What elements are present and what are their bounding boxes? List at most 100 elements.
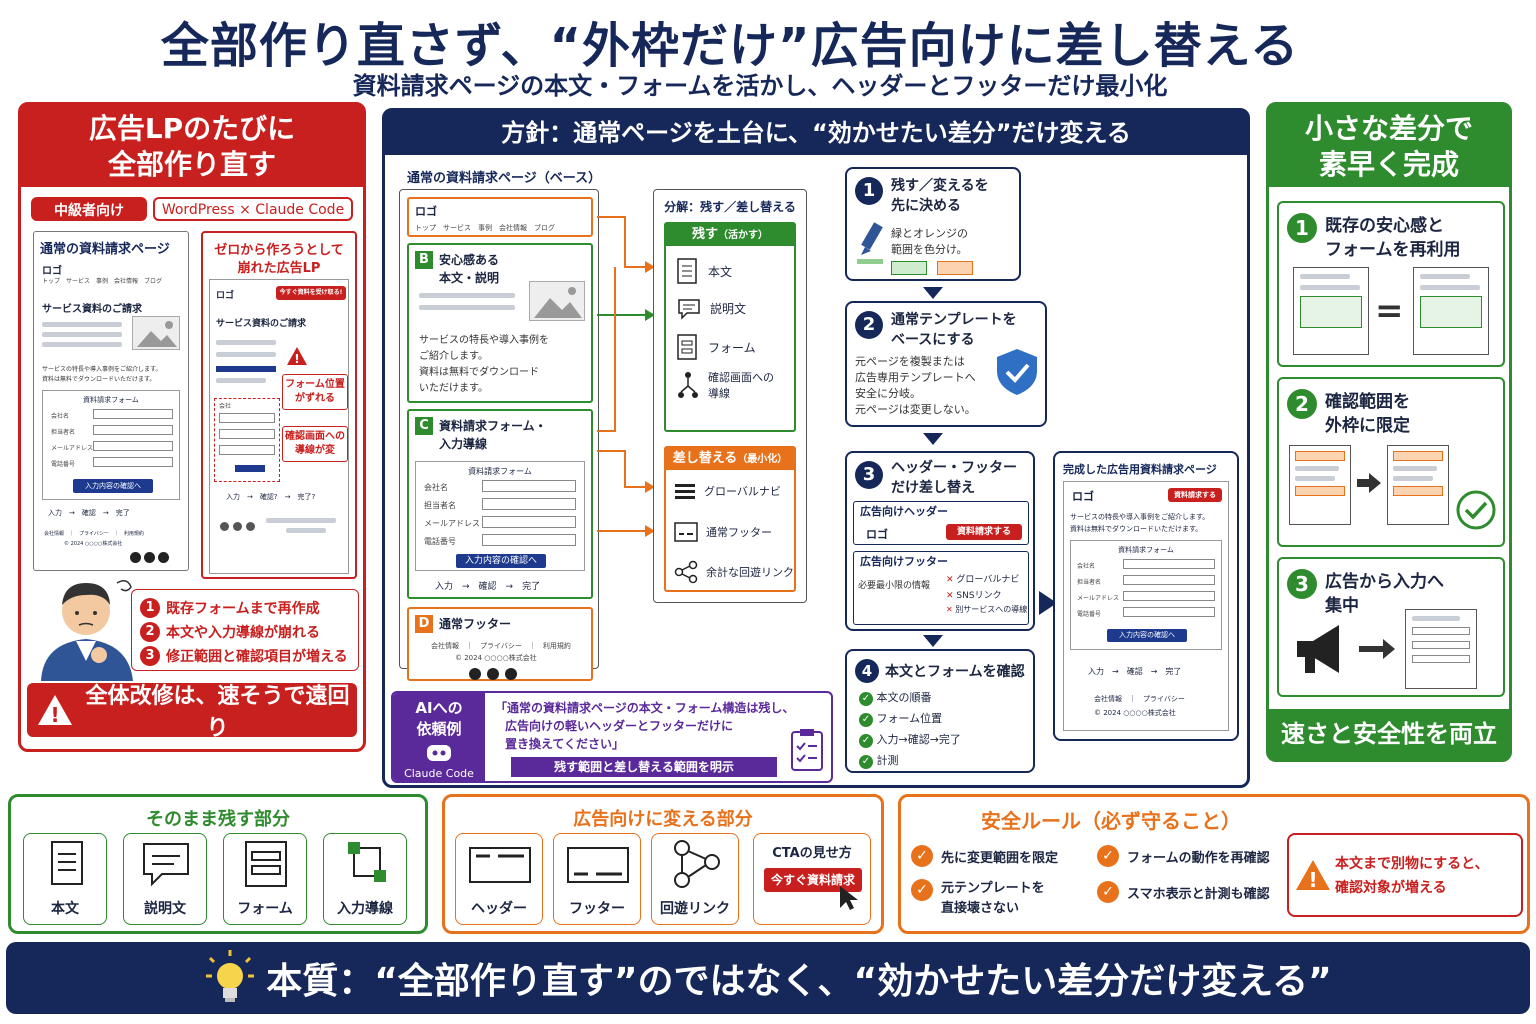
check-item-label: 入力→確認→完了 [876, 733, 961, 746]
company-input[interactable] [93, 409, 173, 419]
form-title: 資料請求フォーム [83, 396, 139, 404]
section-d-social [469, 665, 517, 684]
keep-card-flow: 入力導線 [323, 833, 407, 925]
broken-input-2[interactable] [219, 429, 275, 439]
field-label-tel: 電話番号 [424, 537, 456, 546]
completed-body-1: サービスの特長や導入事例をご紹介します。 [1070, 513, 1210, 521]
cta-label: CTAの見せ方 [772, 846, 852, 861]
menu-icon [675, 484, 695, 499]
cta-button[interactable]: 今すぐ資料請求 [764, 868, 862, 892]
completed-cta-button[interactable]: 資料請求する [1168, 488, 1222, 502]
completed-body-2: 資料は無料でダウンロードいただけます。 [1070, 525, 1203, 533]
tel-input[interactable] [482, 534, 576, 546]
step-4-title: 本文とフォームを確認 [885, 664, 1025, 680]
header-icon [469, 847, 531, 883]
mock-nav: トップ サービス 事例 会社情報 ブログ [42, 278, 163, 285]
mail-input[interactable] [482, 516, 576, 528]
page-thumb-icon [1289, 445, 1351, 525]
right-title-line2: 素早く完成 [1318, 148, 1459, 181]
form-icon [245, 841, 287, 887]
broken-input-3[interactable] [219, 445, 275, 455]
section-b-title-1: 安心感ある [439, 253, 500, 267]
ad-footer-box: 広告向けフッター 必要最小限の情報 ✕ グローバルナビ ✕ SNSリンク ✕ 別… [853, 551, 1029, 625]
check-item-label: フォーム位置 [876, 712, 943, 725]
change-card-footer: フッター [553, 833, 641, 925]
left-title-line2: 全部作り直す [107, 148, 276, 181]
mail-input[interactable] [93, 441, 173, 451]
broken-logo: ロゴ [216, 291, 235, 301]
change-card-cta: CTAの見せ方 今すぐ資料請求 [753, 833, 871, 925]
completed-inner: ロゴ 資料請求する サービスの特長や導入事例をご紹介します。 資料は無料でダウン… [1063, 481, 1229, 731]
company-input[interactable] [1123, 559, 1215, 569]
service-heading: サービス資料のご請求 [42, 304, 142, 315]
confirm-button[interactable]: 入力内容の確認へ [73, 479, 153, 493]
rules-warning: ! 本文まで別物にすると、 確認対象が増える [1287, 833, 1523, 917]
arrow-down-icon [923, 635, 943, 647]
rule-item: ✓フォームの動作を再確認 [1097, 845, 1270, 867]
keep-section-title: そのまま残す部分 [146, 809, 290, 830]
confirm-button[interactable]: 入力内容の確認へ [1107, 629, 1187, 642]
step-3-title-1: ヘッダー・フッター [891, 460, 1017, 476]
keep-card-desc: 説明文 [123, 833, 207, 925]
check-item: ✓ 入力→確認→完了 [859, 731, 961, 748]
ai-quote-2: 広告向けの軽いヘッダーとフッターだけに [505, 719, 734, 733]
ad-header-label: 広告向けヘッダー [860, 505, 948, 518]
section-c-title-1: 資料請求フォーム・ [439, 419, 547, 433]
ai-request-box: AIへの 依頼例 Claude Code 「通常の資料請求ページの本文・フォーム… [391, 691, 833, 783]
broken-warning-2: 確認画面への 導線が変 [282, 426, 348, 462]
field-label-company: 会社名 [51, 413, 70, 420]
ai-badge: AIへの 依頼例 Claude Code [393, 693, 485, 781]
broken-input-1[interactable] [219, 413, 275, 423]
ad-header-box: 広告向けヘッダー ロゴ 資料請求する [853, 501, 1029, 545]
benefit-number: 1 [1287, 213, 1317, 243]
field-label-tel: 電話番号 [1077, 611, 1102, 618]
ai-title-2: 依頼例 [416, 720, 462, 738]
keep-header: 残す（活かす） [666, 224, 794, 246]
benefit-2-line2: 外枠に限定 [1325, 416, 1410, 436]
arrow-right-icon [1039, 591, 1057, 615]
tel-input[interactable] [1123, 607, 1215, 617]
mock-logo: ロゴ [42, 266, 62, 277]
broken-flow: 入力 → 確認? → 完了? [226, 493, 316, 501]
replace-item-footer: 通常フッター [674, 522, 772, 542]
removed-item: ✕ SNSリンク [946, 588, 1002, 601]
company-input[interactable] [482, 480, 576, 492]
warning-1-line1: フォーム位置 [285, 379, 345, 390]
person-input[interactable] [93, 425, 173, 435]
footer-links: 会社情報 ｜ プライバシー ｜ 利用規約 [44, 531, 144, 537]
ad-header-cta-button[interactable]: 資料請求する [946, 524, 1022, 540]
step-1-title-2: 先に決める [891, 198, 961, 214]
mail-input[interactable] [1123, 591, 1215, 601]
removed-item: ✕ グローバルナビ [946, 572, 1019, 585]
person-input[interactable] [1123, 575, 1215, 585]
completed-page-card: 完成した広告用資料請求ページ ロゴ 資料請求する サービスの特長や導入事例をご紹… [1053, 451, 1239, 741]
broken-field-label: 会社 [219, 403, 232, 410]
keep-label: 残す [691, 227, 718, 242]
form-thumb-icon [1405, 609, 1477, 689]
min-info-label: 必要最小限の情報 [858, 581, 931, 591]
normal-page-title: 通常の資料請求ページ [40, 242, 170, 257]
person-input[interactable] [482, 498, 576, 510]
confirm-button[interactable]: 入力内容の確認へ [456, 554, 546, 568]
orange-swatch [937, 261, 973, 275]
form-title: 資料請求フォーム [1118, 546, 1174, 554]
flow-branch-icon [348, 842, 386, 882]
step-number: 4 [855, 659, 879, 683]
equals-sign: = [1375, 291, 1404, 331]
rules-section: 安全ルール（必ず守ること） ✓先に変更範囲を限定 ✓元テンプレートを直接壊さない… [898, 794, 1530, 934]
right-conclusion: 速さと安全性を両立 [1269, 709, 1509, 759]
cross-icon: ✕ [946, 591, 954, 601]
field-label-person: 担当者名 [51, 429, 76, 436]
robot-icon [427, 745, 451, 761]
broken-cta-badge[interactable]: 今すぐ資料を受け取る! [276, 286, 346, 300]
image-placeholder-icon [132, 316, 180, 350]
section-b-letter: B [415, 251, 433, 269]
tel-input[interactable] [93, 457, 173, 467]
section-a-logo: ロゴ [415, 205, 437, 218]
flow-arrows [597, 216, 655, 537]
removed-item-label: 別サービスへの導線 [955, 605, 1028, 614]
arrow-right-icon [1357, 473, 1381, 497]
shield-check-icon [997, 349, 1037, 395]
